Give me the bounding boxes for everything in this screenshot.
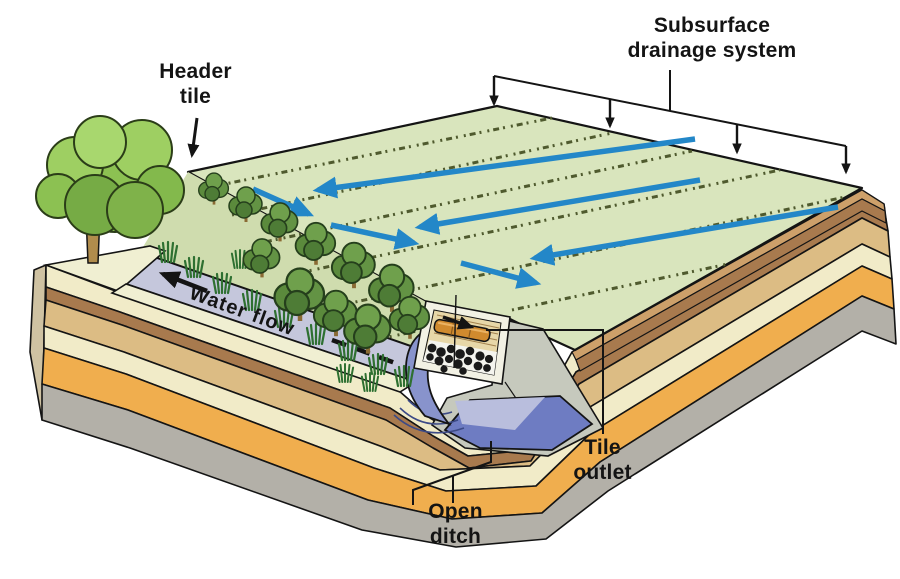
left-block-top-surface [42,245,167,292]
ditch-water-surface [455,397,545,430]
flow-arrow-icon [414,177,701,235]
flow-arrow-icon [460,260,542,289]
open-ditch [393,317,605,457]
tile-outlet-structure [413,294,511,385]
flow-arrow-icon [251,186,315,217]
flow-arrow-icon [330,222,420,250]
open-ditch-label: Open ditch [428,500,483,548]
topsoil-strip-brown [575,198,887,372]
tree-canopy [35,115,185,239]
probe-stick [453,294,457,369]
water-flow-arrow-icon [158,271,208,294]
tile-outlet-leader [486,329,604,434]
tree [35,115,185,264]
tile-line [204,116,553,190]
tile-line [511,262,729,312]
flow-arrow-icon [529,204,839,266]
tile-line [293,168,781,276]
header-tile-pointer [187,117,200,158]
header-tile-label: Header tile [159,60,232,108]
subsurface-drainage-label: Subsurface drainage system [627,14,797,62]
annotations [187,70,851,505]
gravel-rocks [426,343,494,375]
pit-flow-arrow-icon [442,315,475,330]
soil-cross-section [29,189,897,548]
soil-layer-gray [41,295,897,548]
tile-outlet-label: Tile outlet [573,436,632,484]
field-flow-arrows [251,136,839,289]
flow-arrow-icon [312,136,696,199]
